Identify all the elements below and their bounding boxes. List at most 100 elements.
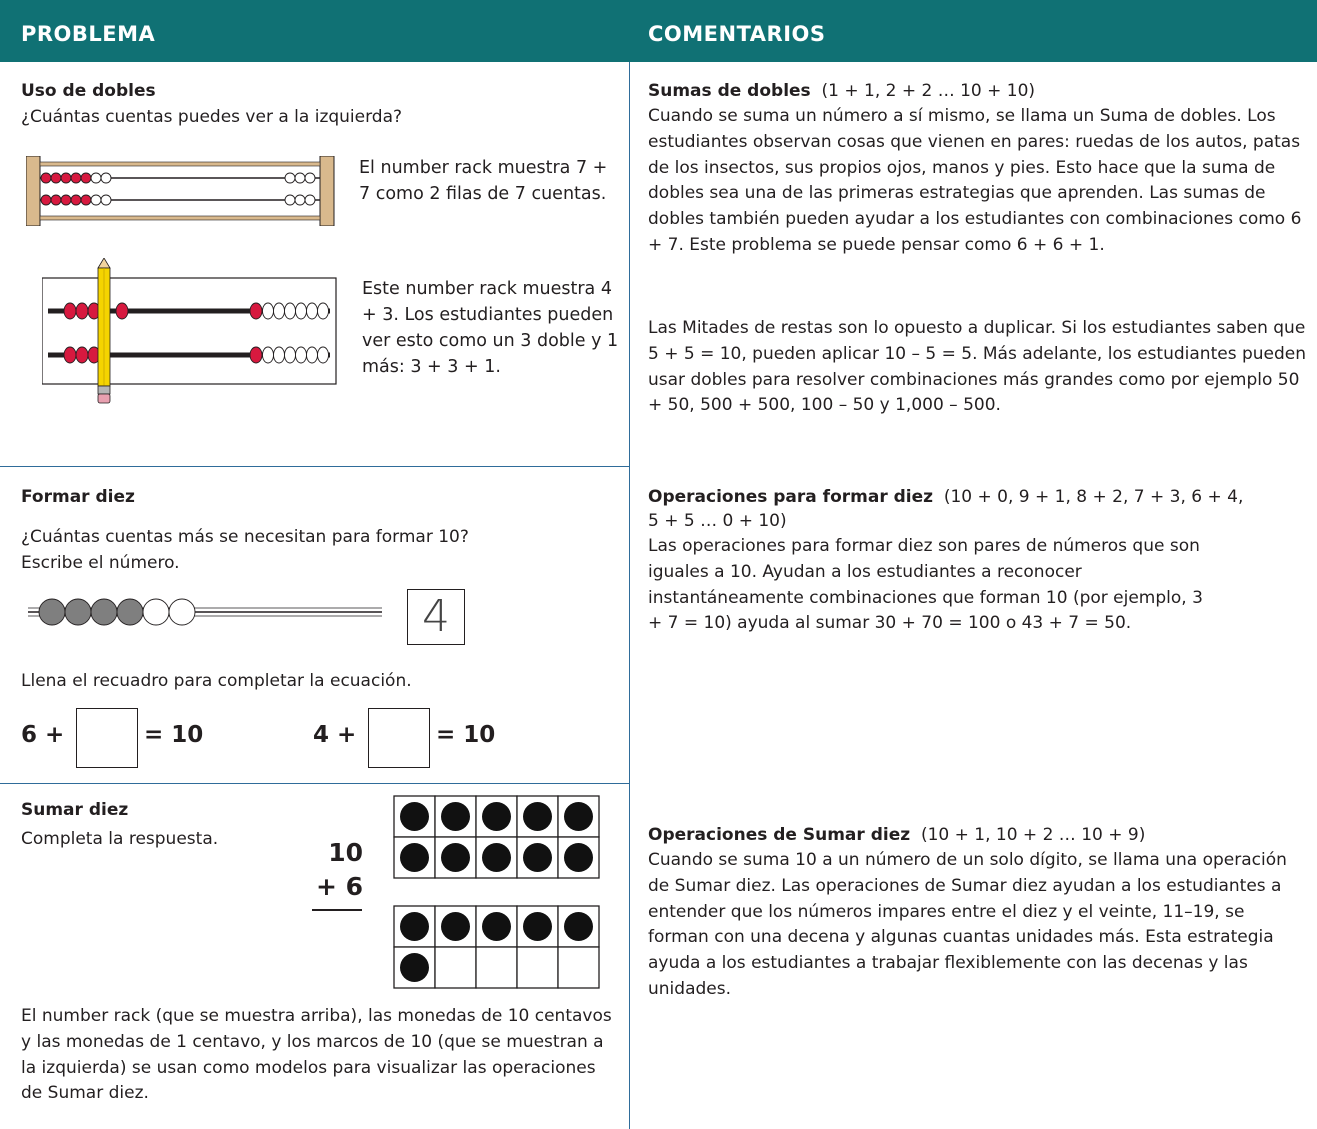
bead <box>249 302 263 320</box>
bead <box>306 302 318 320</box>
section-title-uso-de-dobles: Uso de dobles <box>21 81 156 101</box>
header-problema: PROBLEMA <box>21 22 156 46</box>
table-header: PROBLEMA COMENTARIOS <box>0 0 1317 62</box>
number-rack-pencil-illustration <box>42 258 337 404</box>
bead <box>64 598 92 626</box>
equation-2-right: = 10 <box>436 722 496 748</box>
comment-title: Operaciones para formar diez <box>648 487 934 507</box>
rack2-caption: Este number rack muestra 4 + 3. Los estu… <box>362 279 619 377</box>
addend-ten: 10 <box>328 838 363 867</box>
comment-title: Sumas de dobles <box>648 81 811 101</box>
bead <box>38 598 66 626</box>
instruction-text: Llena el recuadro para completar la ecua… <box>21 671 412 691</box>
counter-dot <box>564 843 593 872</box>
bead <box>90 194 102 206</box>
counter-dot <box>482 843 511 872</box>
counter-dot <box>564 802 593 831</box>
counter-dot <box>400 912 429 941</box>
column-divider <box>629 784 630 1129</box>
bead <box>70 194 82 206</box>
bead <box>295 346 307 364</box>
question-text: ¿Cuántas cuentas más se necesitan para f… <box>21 527 469 547</box>
ten-frames-illustration <box>393 795 600 989</box>
bead <box>284 172 296 184</box>
bead <box>273 302 285 320</box>
bead <box>142 598 170 626</box>
ten-frame-cell <box>434 946 477 989</box>
bead <box>284 346 296 364</box>
equation-1-input-box[interactable] <box>76 708 138 768</box>
bead <box>116 598 144 626</box>
instruction-text: Completa la respuesta. <box>21 829 219 849</box>
comment-facts: (1 + 1, 2 + 2 … 10 + 10) <box>821 81 1036 101</box>
bead <box>262 302 274 320</box>
bead <box>75 346 89 364</box>
bead <box>295 302 307 320</box>
bead <box>294 194 306 206</box>
equation-1-left: 6 + <box>21 722 65 748</box>
comment-facts: (10 + 0, 9 + 1, 8 + 2, 7 + 3, 6 + 4, <box>943 487 1244 507</box>
counter-dot <box>564 912 593 941</box>
pencil-icon <box>97 258 111 404</box>
comment-paragraph: Las operaciones para formar diez son par… <box>648 536 1203 634</box>
counter-dot <box>441 843 470 872</box>
comment-paragraph: Cuando se suma un número a sí mismo, se … <box>648 106 1302 255</box>
bead <box>90 598 118 626</box>
equation-2-input-box[interactable] <box>368 708 430 768</box>
counter-dot <box>400 802 429 831</box>
comment-heading-formar-diez: Operaciones para formar diez (10 + 0, 9 … <box>648 484 1243 510</box>
bead <box>317 346 329 364</box>
bead <box>284 194 296 206</box>
handwritten-answer: 4 <box>422 591 450 642</box>
counter-dot <box>441 912 470 941</box>
comment-heading-sumas-de-dobles: Sumas de dobles (1 + 1, 2 + 2 … 10 + 10) <box>648 78 1035 104</box>
row-divider <box>0 783 630 784</box>
answer-box[interactable]: 4 <box>407 589 465 645</box>
bead <box>70 172 82 184</box>
bead <box>273 346 285 364</box>
section-title-sumar-diez: Sumar diez <box>21 800 129 820</box>
column-divider <box>629 467 630 784</box>
bead <box>40 172 52 184</box>
rack1-caption: El number rack muestra 7 + 7 como 2 fila… <box>359 158 608 204</box>
comment-facts-continued: 5 + 5 … 0 + 10) <box>648 511 787 531</box>
bead <box>90 172 102 184</box>
row-divider <box>0 466 630 467</box>
bottom-paragraph: El number rack (que se muestra arriba), … <box>21 1006 612 1104</box>
counter-dot <box>523 843 552 872</box>
bead <box>306 346 318 364</box>
counter-dot <box>523 912 552 941</box>
counter-dot <box>482 802 511 831</box>
comment-paragraph: Las Mitades de restas son lo opuesto a d… <box>648 318 1307 416</box>
bead <box>262 346 274 364</box>
counter-dot <box>523 802 552 831</box>
bead <box>168 598 196 626</box>
bead <box>304 172 316 184</box>
ten-frame-cell <box>557 946 600 989</box>
bead <box>60 194 72 206</box>
bead <box>294 172 306 184</box>
number-rack-illustration <box>26 156 335 226</box>
bead <box>304 194 316 206</box>
bead <box>249 346 263 364</box>
question-text: ¿Cuántas cuentas puedes ver a la izquier… <box>21 107 403 127</box>
bead <box>100 172 112 184</box>
counter-dot <box>400 953 429 982</box>
bead <box>100 194 112 206</box>
bead <box>50 194 62 206</box>
bead <box>60 172 72 184</box>
bead <box>80 194 92 206</box>
header-comentarios: COMENTARIOS <box>648 22 826 46</box>
bead <box>75 302 89 320</box>
comment-heading-sumar-diez: Operaciones de Sumar diez (10 + 1, 10 + … <box>648 822 1145 848</box>
bead <box>284 302 296 320</box>
bead-string-illustration <box>28 598 382 626</box>
equation-1-right: = 10 <box>144 722 204 748</box>
counter-dot <box>400 843 429 872</box>
bead <box>80 172 92 184</box>
section-title-formar-diez: Formar diez <box>21 487 135 507</box>
comment-facts: (10 + 1, 10 + 2 … 10 + 9) <box>920 825 1146 845</box>
counter-dot <box>482 912 511 941</box>
question-text: Escribe el número. <box>21 553 180 573</box>
sum-line <box>312 909 362 911</box>
